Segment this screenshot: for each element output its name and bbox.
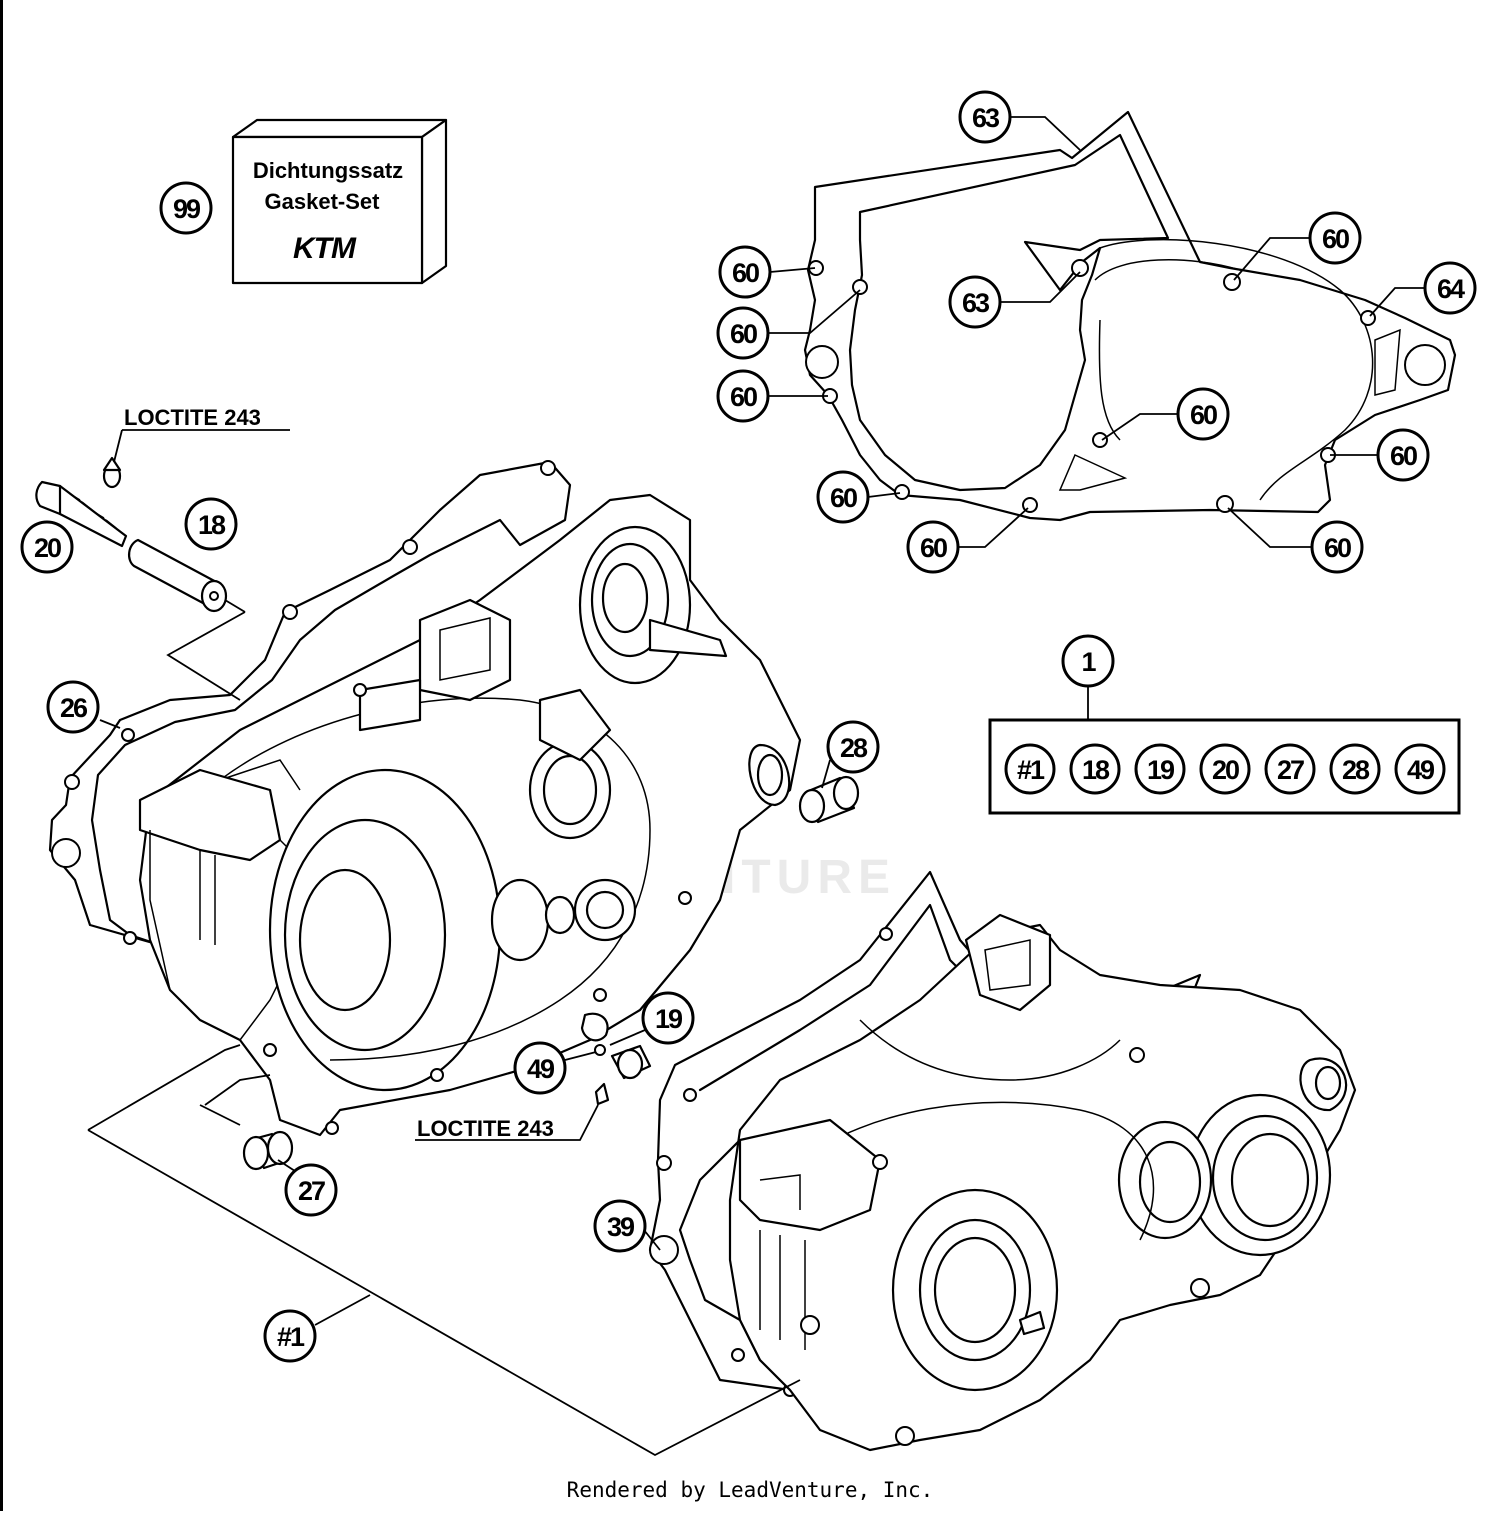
loctite-underline-bottom [415,1104,599,1141]
svg-text:60: 60 [730,319,757,349]
callout-49: 49 [513,1041,567,1095]
assembly-item-19: 19 [1134,743,1186,795]
callout-60-i: 60 [1310,520,1364,574]
svg-text:28: 28 [840,733,868,763]
svg-text:28: 28 [1342,755,1370,785]
svg-text:19: 19 [1147,755,1175,785]
bolt-and-sleeve [35,456,228,613]
svg-text:60: 60 [1190,400,1217,430]
callout-99: 99 [159,181,213,235]
right-crankcase-half [728,913,1357,1452]
svg-text:60: 60 [732,258,759,288]
svg-text:60: 60 [1324,533,1351,563]
callout-60-f: 60 [1376,428,1430,482]
callout-60-a: 60 [1308,211,1362,265]
svg-text:39: 39 [607,1212,635,1242]
svg-text:63: 63 [962,288,990,318]
leader-26 [99,719,121,729]
assembly-contents-box [988,686,1461,815]
callout-60-g: 60 [816,470,870,524]
left-crankcase-half [138,493,802,1137]
crankcase-set-bracket [87,599,801,1457]
callout-26: 26 [46,680,100,734]
svg-text:18: 18 [198,510,226,540]
svg-text:60: 60 [920,533,947,563]
callout-39: 39 [593,1199,647,1253]
callout-19: 19 [641,991,695,1045]
svg-text:#1: #1 [1017,755,1045,785]
svg-text:49: 49 [527,1054,555,1084]
assembly-item-18: 18 [1069,743,1121,795]
callout-63-top: 63 [958,90,1012,144]
svg-text:26: 26 [60,693,88,723]
callout-64: 64 [1423,261,1477,315]
svg-text:99: 99 [173,194,201,224]
assembly-item-hash1: #1 [1004,743,1056,795]
svg-text:60: 60 [730,382,757,412]
svg-text:20: 20 [1212,755,1239,785]
callout-60-e: 60 [1176,387,1230,441]
plug-and-washer [594,1044,652,1106]
leader-28 [821,759,831,789]
callout-18: 18 [184,497,238,551]
callout-60-c: 60 [716,306,770,360]
callout-63-mid: 63 [948,275,1002,329]
assembly-item-49: 49 [1394,743,1446,795]
threadlock-note-bottom: LOCTITE 243 [417,1116,554,1141]
callout-27: 27 [284,1163,338,1217]
svg-text:49: 49 [1407,755,1435,785]
svg-text:60: 60 [1390,441,1417,471]
svg-text:#1: #1 [277,1322,305,1352]
assembly-item-20: 20 [1199,743,1251,795]
gasket-box-line1: Dichtungssatz [253,158,403,183]
loctite-leader-top [113,429,123,463]
svg-text:19: 19 [655,1004,683,1034]
assembly-contents-list: #1 18 19 20 27 28 49 [1004,743,1446,795]
svg-text:64: 64 [1437,274,1465,304]
page-border-left [0,0,3,1511]
callout-hash1: #1 [263,1309,317,1363]
credit-line: Rendered by LeadVenture, Inc. [567,1478,934,1502]
gasket-box-line2: Gasket-Set [265,189,381,214]
assembly-item-27: 27 [1264,743,1316,795]
svg-text:60: 60 [1322,224,1349,254]
callout-60-h: 60 [906,520,960,574]
callout-20: 20 [20,520,74,574]
threadlock-note-top: LOCTITE 243 [124,405,261,430]
svg-text:63: 63 [972,103,1000,133]
svg-text:1: 1 [1081,647,1096,677]
leader-39 [643,1229,661,1251]
bushing-28 [798,775,860,824]
leader-49 [564,1051,597,1061]
svg-text:20: 20 [34,533,61,563]
callout-60-d: 60 [716,369,770,423]
clutch-cover-gasket [803,110,1457,522]
callout-28: 28 [826,720,880,774]
callout-1: 1 [1061,634,1115,688]
assembly-item-28: 28 [1329,743,1381,795]
clutch-gasket-leaders [768,116,1425,548]
svg-text:27: 27 [1277,755,1304,785]
leader-19 [609,1029,646,1046]
svg-text:18: 18 [1082,755,1110,785]
gasket-set-box: Dichtungssatz Gasket-Set KTM [231,118,448,285]
svg-text:27: 27 [298,1176,325,1206]
callout-60-b: 60 [718,245,772,299]
svg-text:60: 60 [830,483,857,513]
gasket-box-brand-logo: KTM [293,232,357,265]
